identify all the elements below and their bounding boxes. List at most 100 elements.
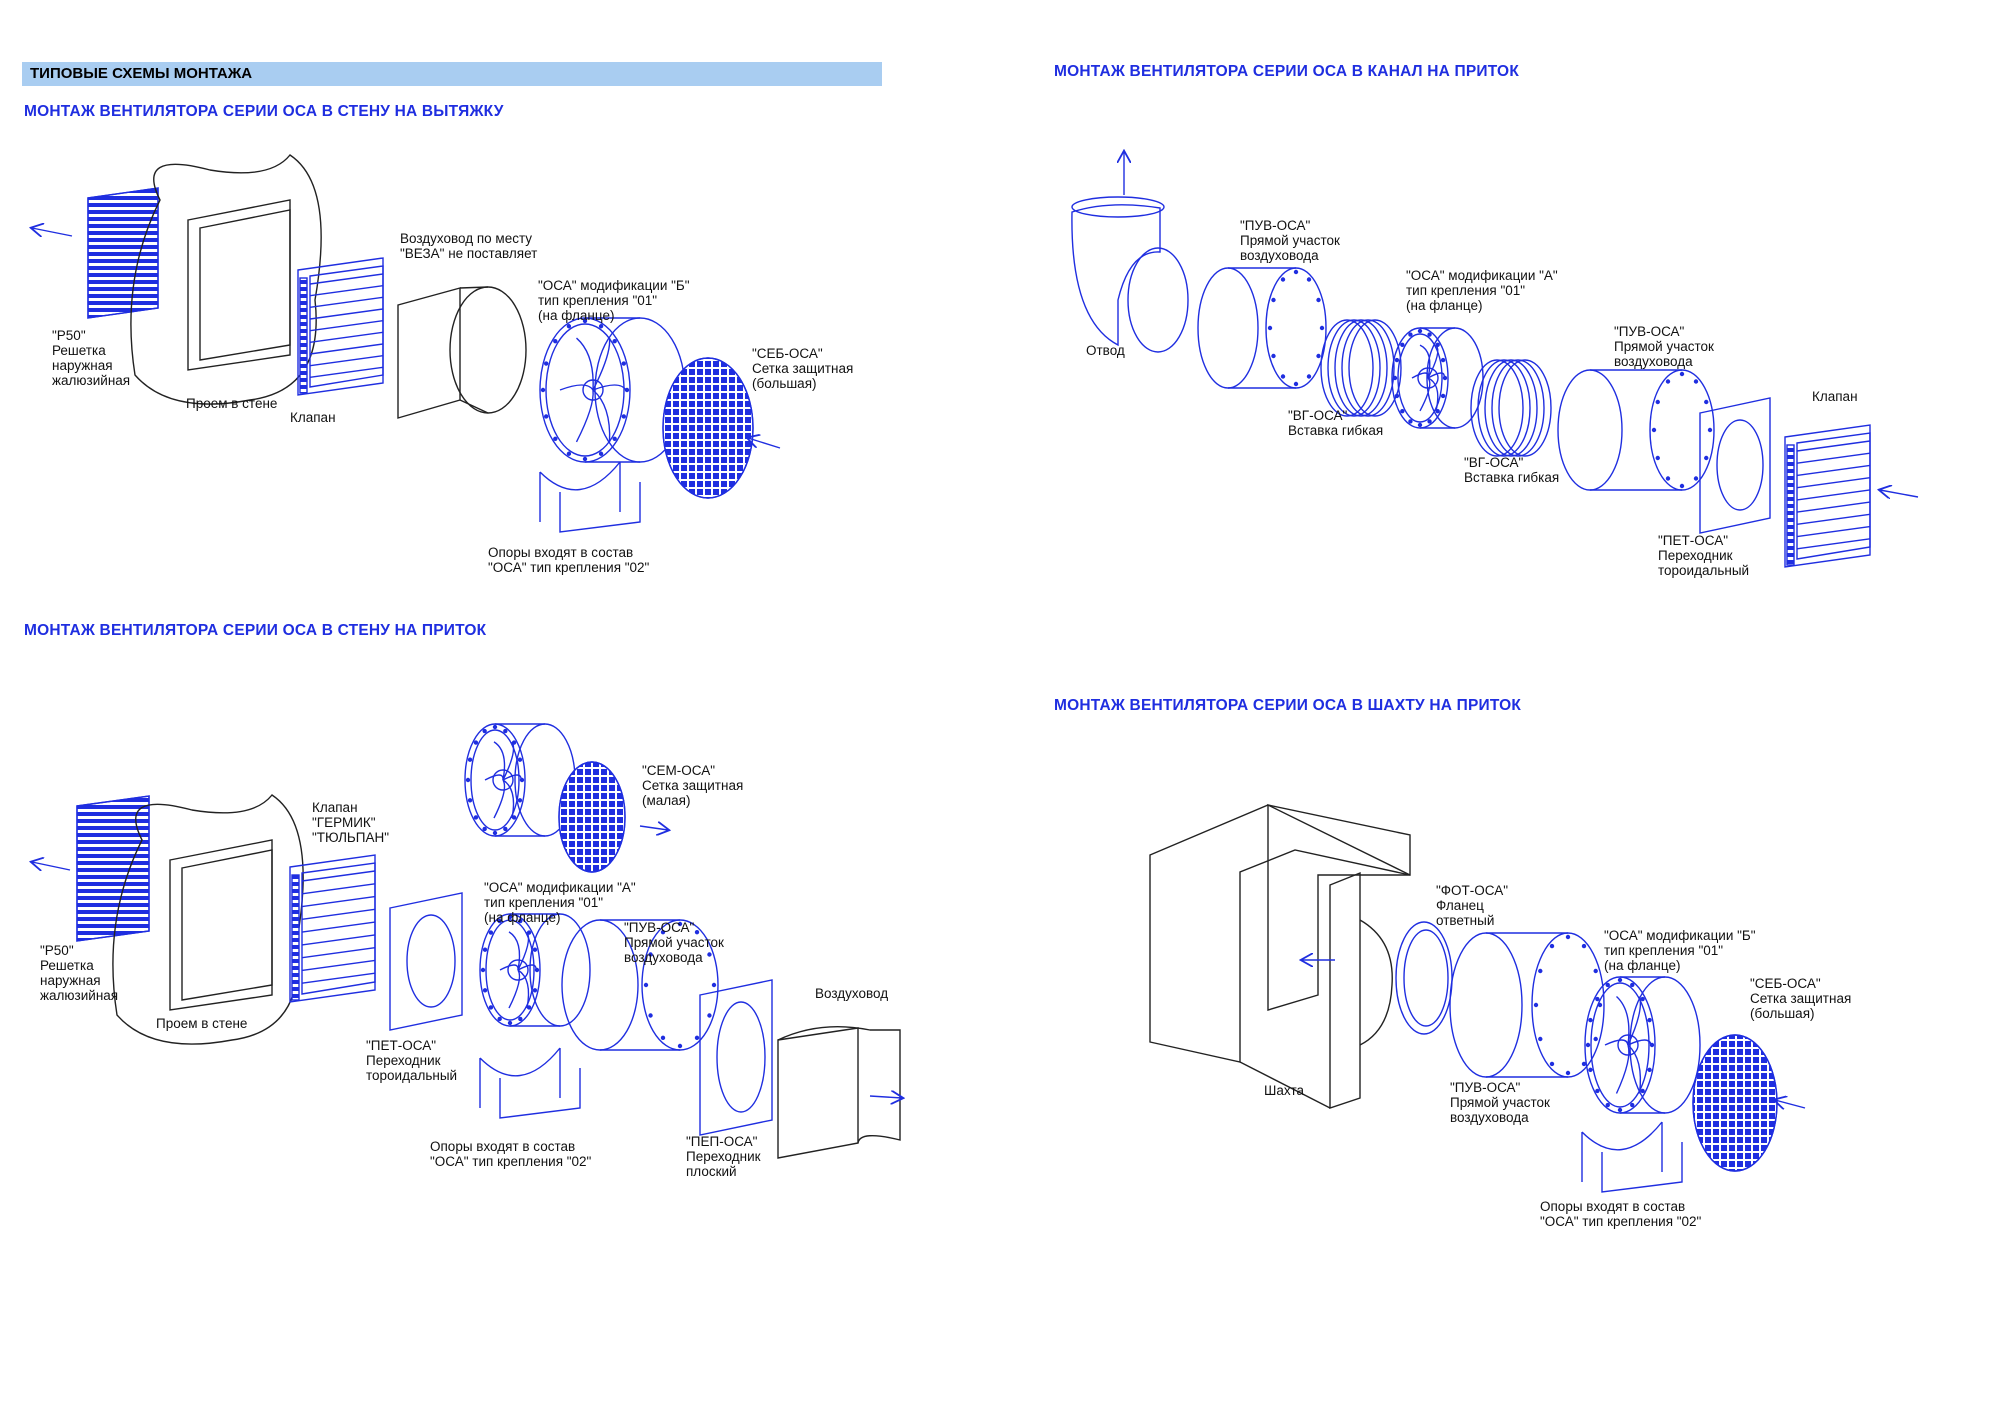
label-line: "ОСА" модификации "Б" [538, 278, 690, 293]
damper-blade [1796, 501, 1871, 513]
damper-blade [301, 934, 376, 946]
label-fan-3: "ОСА" модификации "А"тип крепления "01"(… [484, 880, 636, 925]
fan-bolt [511, 815, 517, 820]
title-duct-supply: МОНТАЖ ВЕНТИЛЯТОРА СЕРИИ ОСА В КАНАЛ НА … [1054, 63, 1519, 80]
label-line: Опоры входят в состав [430, 1139, 576, 1154]
damper-icon [1784, 424, 1871, 568]
fan-bolt [517, 757, 523, 762]
label-fan: "ОСА" модификации "Б"тип крепления "01"(… [538, 278, 690, 323]
support-line [479, 1047, 561, 1108]
label-duct: Воздуховод по месту"ВЕЗА" не поставляет [400, 231, 537, 261]
flex-ring [1470, 359, 1524, 457]
fan-bolt [482, 826, 487, 832]
plate-ring [716, 1001, 766, 1113]
grille-icon [76, 795, 150, 942]
duct-bolt [648, 1013, 653, 1018]
plate-ring [1716, 419, 1764, 511]
fan-bolt [519, 777, 525, 783]
fan-blade [493, 741, 506, 781]
arrow-icon [869, 1096, 902, 1098]
damper-icon [289, 854, 376, 1003]
label-line: Опоры входят в состав [488, 545, 634, 560]
duct-bolt [660, 1035, 666, 1041]
label-line: Отвод [1086, 343, 1125, 358]
damper-inner [301, 862, 376, 995]
arrow-shaft [32, 228, 73, 236]
duct-bolt [1651, 427, 1657, 433]
fan-hub [507, 959, 529, 981]
damper-icon [297, 257, 384, 396]
label-line: "ГЕРМИК" [312, 815, 376, 830]
label-elbow: Отвод [1086, 343, 1125, 358]
label-line: Решетка [40, 958, 94, 973]
label-line: Клапан [1812, 389, 1858, 404]
arrow-shaft [1880, 490, 1919, 497]
fan-icon [1584, 976, 1701, 1114]
duct-bolt [1581, 1061, 1587, 1067]
label-line: Сетка защитная [642, 778, 744, 793]
label-valve-2: Клапан [1812, 389, 1858, 404]
label-fan-4: "ОСА" модификации "Б"тип крепления "01"(… [1604, 928, 1756, 973]
duct-bolt [1271, 297, 1276, 303]
flex-ring [1484, 359, 1538, 457]
plate-frame [389, 892, 463, 1031]
label-mesh-4: "СЕБ-ОСА"Сетка защитная(большая) [1750, 976, 1851, 1021]
label-line: воздуховода [1450, 1110, 1529, 1125]
damper-side [299, 277, 308, 394]
damper-blade [309, 366, 384, 379]
label-line: "ОСА" тип крепления "02" [430, 1154, 592, 1169]
damper-inner [309, 265, 384, 388]
fan-blade [1411, 372, 1429, 379]
label-opening: Проем в стене [186, 396, 277, 411]
fan-bolt [1435, 409, 1440, 414]
shaft-base [1239, 1061, 1331, 1109]
damper-blade [1796, 440, 1871, 452]
label-line: "СЕБ-ОСА" [752, 346, 823, 361]
fan-blade [1419, 377, 1431, 412]
fan-icon [479, 913, 591, 1027]
label-duct-3: Воздуховод [815, 986, 888, 1001]
label-line: Опоры входят в состав [1540, 1199, 1686, 1214]
fan-bolt [1605, 982, 1610, 988]
fan-bolt [482, 728, 487, 734]
fan-bolt [1647, 1067, 1652, 1073]
label-line: ответный [1436, 913, 1495, 928]
damper-blade [1796, 513, 1871, 526]
duct-icon [1449, 932, 1605, 1078]
flex-ring [1477, 359, 1531, 457]
plate-frame [699, 979, 773, 1136]
damper-blade [1796, 476, 1871, 489]
label-line: "ПУВ-ОСА" [1450, 1080, 1521, 1095]
duct-bolt [1704, 455, 1709, 461]
arrow-shaft [1775, 1100, 1806, 1108]
fan-blade [1616, 995, 1630, 1046]
fan-icon [1391, 327, 1484, 429]
duct-bolt [1280, 277, 1286, 282]
fan-blade [1627, 996, 1642, 1046]
duct-back [1649, 369, 1715, 491]
label-line: "ПУВ-ОСА" [1614, 324, 1685, 339]
fan-bolt [1400, 342, 1405, 347]
damper-blade [301, 883, 376, 895]
fan-bolt [1588, 1017, 1593, 1023]
duct-bolt [694, 929, 700, 935]
label-line: Вставка гибкая [1288, 423, 1384, 438]
fan-front-flange [479, 913, 541, 1027]
fan-blade [508, 969, 521, 1009]
fan-bolt [540, 387, 546, 393]
label-line: "ОСА" модификации "А" [1406, 268, 1558, 283]
fan-bolt [1647, 1017, 1652, 1023]
flex-ring [1498, 359, 1552, 457]
duct-round [449, 286, 527, 414]
arrow-icon [32, 228, 73, 236]
fan-bolt [503, 728, 508, 734]
duct-bolt [1319, 325, 1325, 331]
fan-bolt [1427, 419, 1432, 424]
duct-icon [1197, 267, 1327, 389]
label-line: Фланец [1436, 898, 1484, 913]
fan-back-flange [1629, 976, 1701, 1114]
fan-bolt [467, 757, 473, 762]
